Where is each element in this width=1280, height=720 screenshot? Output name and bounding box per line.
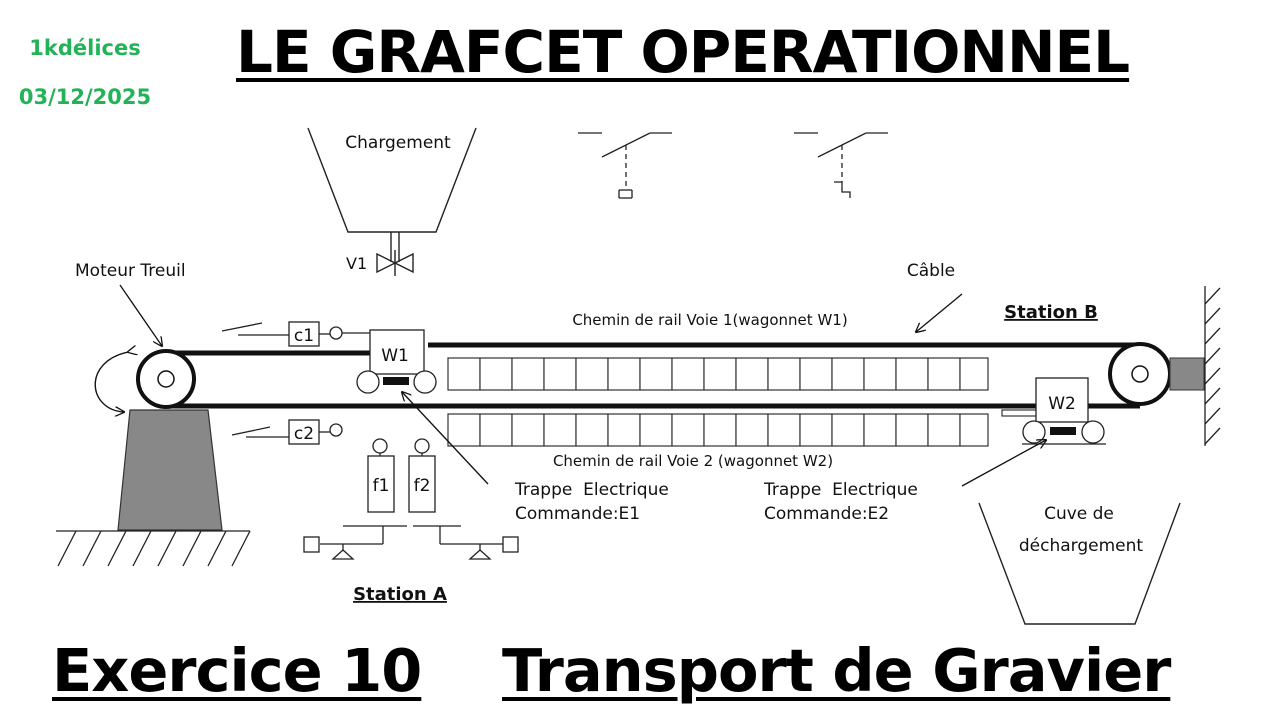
wagon-w1-label: W1 (381, 346, 409, 366)
contact-symbol-icon (578, 132, 672, 199)
contact-symbol-icon (794, 132, 888, 198)
sensor-f2-label: f2 (414, 476, 431, 496)
wagon-w1 (356, 329, 437, 394)
loading-hopper (307, 127, 477, 262)
wagon-w2 (1001, 377, 1106, 445)
sensor-c2 (231, 419, 343, 445)
hopper-label: Chargement (345, 133, 451, 153)
rotation-arrow-icon (94, 352, 128, 412)
wall-hatch (1204, 286, 1221, 446)
subject-title: Transport de Gravier (502, 636, 1171, 705)
tank-label-line1: Cuve de (1044, 504, 1114, 524)
sensor-c1 (221, 321, 370, 347)
rail2-label: Chemin de rail Voie 2 (wagonnet W2) (553, 452, 833, 470)
valve-v1-icon (376, 250, 414, 276)
trap-e2-pointer (961, 440, 1046, 487)
right-pulley (1108, 342, 1205, 406)
sensor-c2-label: c2 (294, 424, 314, 444)
sensor-c1-label: c1 (294, 326, 314, 346)
sensor-f2 (408, 438, 436, 513)
page-title: LE GRAFCET OPERATIONNEL (236, 18, 1130, 86)
brand-name: 1kdélices (29, 36, 141, 60)
brand-date: 03/12/2025 (18, 85, 152, 109)
cable-label: Câble (907, 261, 955, 281)
cable-pointer (916, 293, 963, 332)
cable (166, 342, 1140, 409)
rail-track-1 (447, 357, 989, 391)
limit-switch-right (413, 525, 519, 560)
valve-label: V1 (346, 254, 367, 273)
station-a-label: Station A (353, 584, 447, 605)
rail1-label: Chemin de rail Voie 1(wagonnet W1) (572, 311, 847, 329)
motor-stand (117, 409, 223, 531)
rail-track-2 (447, 413, 989, 447)
trap-e1-pointer (402, 392, 489, 485)
motor-label: Moteur Treuil (75, 261, 186, 281)
ground-hatch (56, 530, 251, 567)
sensor-f1 (367, 438, 395, 513)
trap-e1-label-line1: Trappe Electrique (514, 480, 669, 500)
left-pulley (136, 349, 196, 409)
unloading-tank (978, 502, 1181, 625)
tank-label-line2: déchargement (1019, 536, 1144, 556)
sensor-f1-label: f1 (373, 476, 390, 496)
trap-e1-label-line2: Commande:E1 (515, 504, 640, 524)
motor-pointer (119, 284, 162, 346)
trap-e2-label-line1: Trappe Electrique (763, 480, 918, 500)
station-b-label: Station B (1004, 302, 1098, 323)
limit-switch-left (303, 525, 407, 560)
trap-e2-label-line2: Commande:E2 (764, 504, 889, 524)
wagon-w2-label: W2 (1048, 394, 1076, 414)
exercise-title: Exercice 10 (52, 636, 422, 705)
